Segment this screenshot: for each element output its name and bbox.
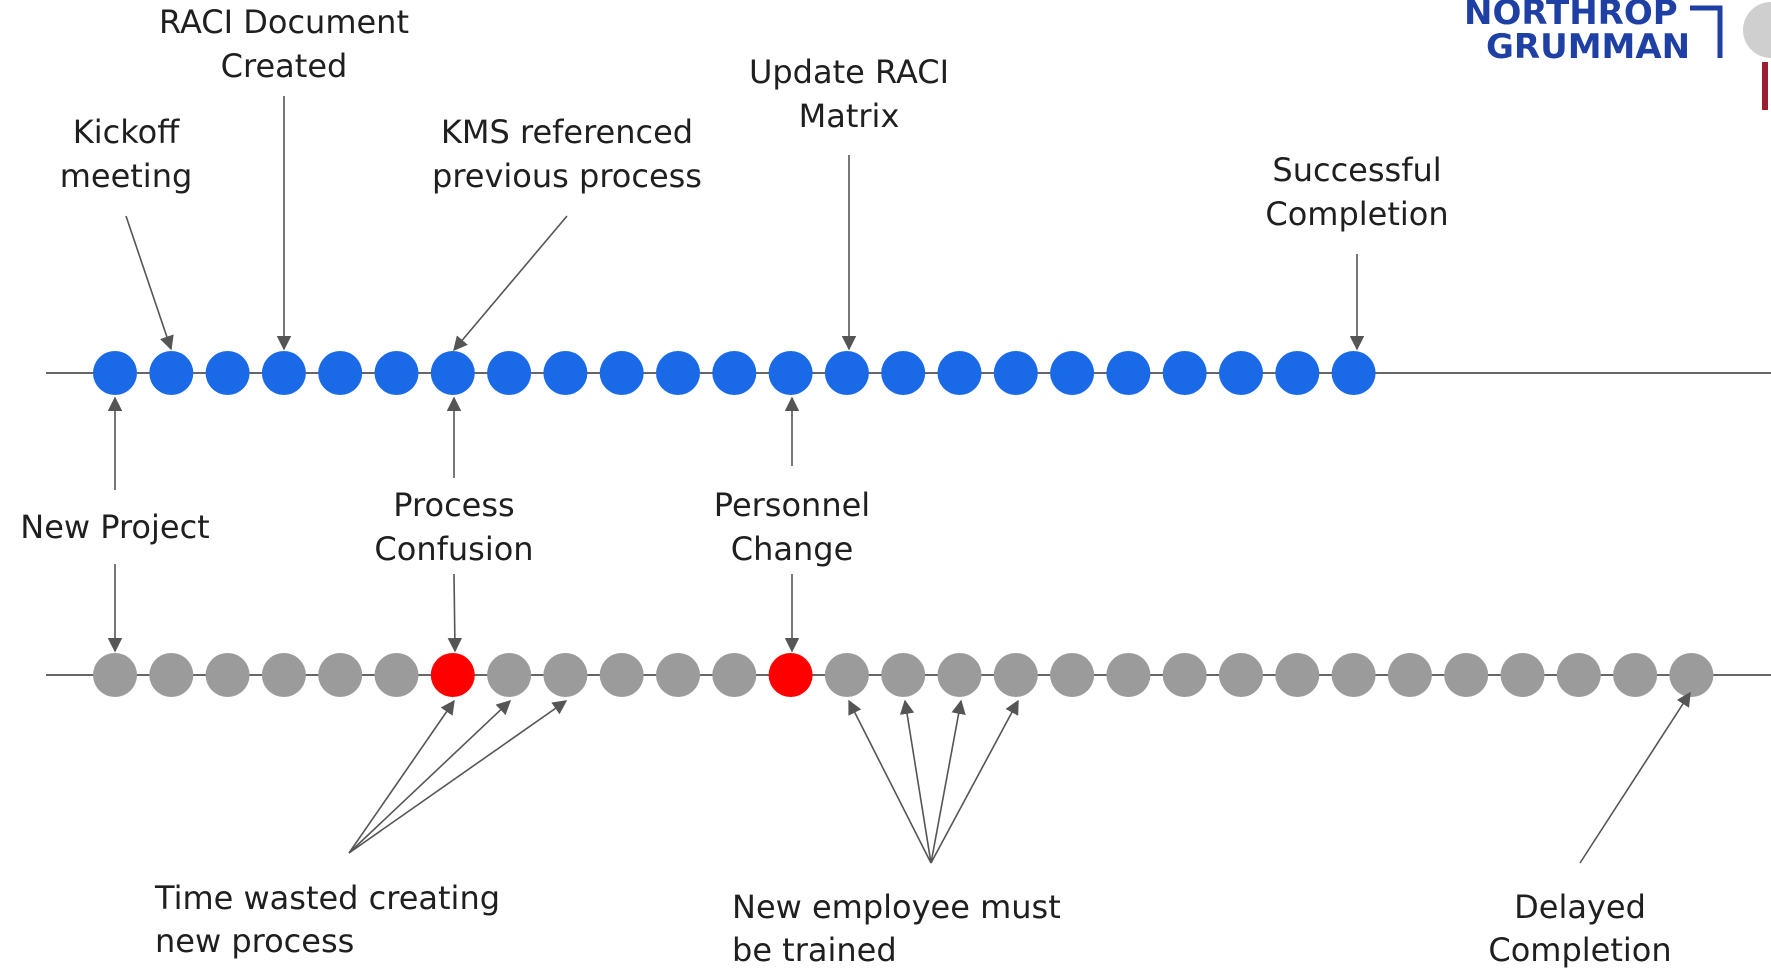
kickoff-label-2: meeting <box>60 157 193 195</box>
delayed-label-1: Delayed <box>1514 888 1646 926</box>
update-raci-label-2: Matrix <box>799 97 900 135</box>
bottom-timeline-dot <box>1219 653 1263 697</box>
bottom-timeline-dots <box>93 653 1714 697</box>
bottom-timeline-dot <box>993 653 1038 697</box>
top-timeline-dot <box>1275 351 1320 395</box>
top-timeline-dot <box>993 351 1038 395</box>
new-employee-arrow-1 <box>848 699 932 864</box>
bottom-timeline-dot <box>1387 653 1432 697</box>
bottom-timeline-dot <box>318 653 363 697</box>
logo-line-2: GRUMMAN <box>1486 27 1690 67</box>
bottom-timeline-problem-dot <box>430 653 475 697</box>
bottom-timeline-dot <box>1275 653 1320 697</box>
time-wasted-arrow-1 <box>348 699 455 854</box>
time-wasted-label-1: Time wasted creating <box>154 879 500 917</box>
top-timeline-dot <box>1050 351 1095 395</box>
successful-label-1: Successful <box>1272 151 1441 189</box>
bottom-timeline-dot <box>487 653 532 697</box>
new-employee-arrow-4 <box>930 699 1019 864</box>
kms-label-1: KMS referenced <box>441 113 693 151</box>
process-confusion-label-1: Process <box>393 486 514 524</box>
top-timeline-dot <box>430 351 475 395</box>
bottom-timeline-dot <box>1444 653 1489 697</box>
successful-label-2: Completion <box>1265 195 1448 233</box>
bottom-timeline-dot <box>261 653 306 697</box>
kickoff-arrow <box>125 215 174 351</box>
time-wasted-arrow-3 <box>348 700 568 854</box>
bottom-timeline-dot <box>93 653 137 697</box>
kms-arrow <box>453 215 568 352</box>
top-timeline-dot <box>1162 351 1207 395</box>
bottom-timeline-dot <box>656 653 700 697</box>
bottom-timeline-dot <box>937 653 982 697</box>
bottom-timeline-dot <box>1669 653 1714 697</box>
raci-created-label-1: RACI Document <box>159 3 409 41</box>
bottom-timeline-dot <box>1106 653 1151 697</box>
top-timeline-dot <box>487 351 532 395</box>
personnel-change-label-1: Personnel <box>714 486 870 524</box>
bottom-timeline-dot <box>149 653 194 697</box>
top-timeline-dot <box>712 351 757 395</box>
bottom-timeline-dot <box>824 653 869 697</box>
top-timeline-dot <box>149 351 194 395</box>
top-timeline-dot <box>824 351 869 395</box>
top-timeline-dot <box>768 351 813 395</box>
personnel-change-label-2: Change <box>731 530 854 568</box>
new-employee-arrow-3 <box>930 699 966 864</box>
process-confusion-label-2: Confusion <box>374 530 533 568</box>
new-project-label: New Project <box>20 508 209 546</box>
bottom-timeline-dot <box>1500 653 1545 697</box>
new-employee-arrow-2 <box>899 699 932 864</box>
bottom-timeline-dot <box>205 653 250 697</box>
bottom-timeline-dot <box>599 653 644 697</box>
kms-label-2: previous process <box>432 157 702 195</box>
top-timeline-dot <box>1219 351 1263 395</box>
top-timeline-dot <box>318 351 363 395</box>
bottom-timeline-dot <box>1613 653 1658 697</box>
bottom-timeline-dot <box>1162 653 1207 697</box>
top-timeline-dot <box>543 351 588 395</box>
bottom-timeline-dot <box>881 653 926 697</box>
bottom-timeline-dot <box>374 653 419 697</box>
delayed-arrow <box>1579 691 1691 864</box>
top-timeline-dot <box>881 351 926 395</box>
new-employee-label-2: be trained <box>732 931 897 969</box>
northrop-grumman-logo: NORTHROP GRUMMAN <box>1464 0 1771 110</box>
logo-partial-emblem <box>1743 2 1771 58</box>
bottom-timeline-dot <box>543 653 588 697</box>
bottom-timeline-dot <box>712 653 757 697</box>
kickoff-label-1: Kickoff <box>73 113 180 151</box>
logo-bracket <box>1690 5 1723 58</box>
top-timeline-dot <box>1106 351 1151 395</box>
new-employee-label-1: New employee must <box>732 888 1061 926</box>
top-timeline-dots <box>93 351 1376 395</box>
top-timeline-dot <box>1331 351 1376 395</box>
process-confusion-down-arrow <box>447 573 463 653</box>
top-timeline-dot <box>937 351 982 395</box>
top-timeline-dot <box>261 351 306 395</box>
logo-partial-mark <box>1762 62 1768 110</box>
top-timeline-dot <box>93 351 137 395</box>
bottom-timeline-dot <box>1556 653 1601 697</box>
top-timeline-dot <box>599 351 644 395</box>
raci-created-label-2: Created <box>221 47 348 85</box>
top-timeline-dot <box>374 351 419 395</box>
bottom-timeline-dot <box>1050 653 1095 697</box>
logo-line-1: NORTHROP <box>1464 0 1678 33</box>
top-timeline-dot <box>205 351 250 395</box>
time-wasted-arrow-2 <box>348 700 512 854</box>
bottom-timeline-dot <box>1331 653 1376 697</box>
top-timeline-dot <box>656 351 700 395</box>
bottom-timeline-problem-dot <box>768 653 813 697</box>
time-wasted-label-2: new process <box>155 922 354 960</box>
update-raci-label-1: Update RACI <box>749 53 949 91</box>
delayed-label-2: Completion <box>1488 931 1671 969</box>
